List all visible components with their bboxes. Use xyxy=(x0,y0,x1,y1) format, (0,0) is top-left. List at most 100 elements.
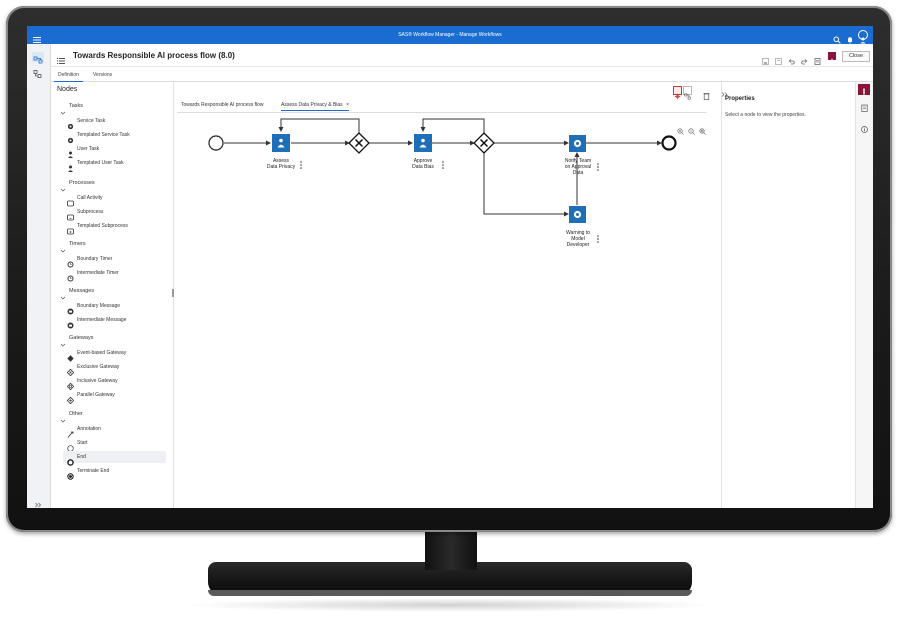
close-tab-icon[interactable]: × xyxy=(346,102,349,108)
monitor-stand-neck xyxy=(425,532,477,570)
task-notify-team xyxy=(569,135,586,152)
gear-icon xyxy=(67,117,74,130)
node-item-service-task[interactable]: Service Task xyxy=(77,118,106,124)
start-event xyxy=(208,135,224,151)
node-item-templated-user-task[interactable]: Templated User Task xyxy=(77,160,124,166)
node-item-boundary-message[interactable]: Boundary Message xyxy=(77,303,121,309)
nodes-panel-title: Nodes xyxy=(57,86,78,93)
list-icon[interactable] xyxy=(57,52,65,64)
node-item-call-activity[interactable]: Call Activity xyxy=(77,195,103,201)
node-item-parallel-gateway[interactable]: Parallel Gateway xyxy=(77,392,115,398)
redo-icon[interactable] xyxy=(801,52,808,65)
user-icon xyxy=(67,145,74,158)
node-label-line: Data Bias xyxy=(412,164,434,170)
node-label-line: on Approval xyxy=(564,164,592,170)
end-event-icon xyxy=(67,453,74,466)
node-label-approve: Approve Data Bias xyxy=(398,158,448,170)
chevron-down-icon[interactable] xyxy=(60,411,66,423)
node-item-intermediate-message[interactable]: Intermediate Message xyxy=(77,317,127,323)
canvas-tab-main-flow[interactable]: Towards Responsible AI process flow xyxy=(181,102,264,108)
node-item-end[interactable]: End xyxy=(77,454,86,460)
node-item-boundary-timer[interactable]: Boundary Timer xyxy=(77,256,113,262)
collapse-properties-icon[interactable] xyxy=(721,85,728,97)
section-gateways[interactable]: Gateways xyxy=(69,335,94,341)
main-tabs xyxy=(51,67,873,82)
node-item-intermediate-timer[interactable]: Intermediate Timer xyxy=(77,270,119,276)
canvas-tabs-divider xyxy=(177,112,707,113)
clipboard-icon[interactable] xyxy=(861,99,868,112)
zoom-in-icon[interactable] xyxy=(677,122,684,135)
bell-icon[interactable] xyxy=(846,31,854,44)
trash-icon[interactable] xyxy=(703,87,710,100)
hamburger-menu-icon[interactable] xyxy=(33,31,41,43)
zoom-fit-icon[interactable] xyxy=(699,122,706,135)
node-item-subprocess[interactable]: Subprocess xyxy=(77,209,104,215)
annotation-icon xyxy=(67,425,74,438)
properties-panel xyxy=(721,82,854,508)
sas-badge-icon[interactable] xyxy=(858,84,870,95)
select-tool-icon[interactable] xyxy=(673,86,682,100)
workflow-diagram xyxy=(208,118,677,243)
node-item-terminate-end[interactable]: Terminate End xyxy=(77,468,110,474)
tab-versions[interactable]: Versions xyxy=(93,72,113,78)
end-event xyxy=(661,135,677,151)
monitor-stand-edge xyxy=(208,590,692,596)
save-icon[interactable] xyxy=(762,52,769,65)
workflow-header xyxy=(51,44,873,67)
section-other[interactable]: Other xyxy=(69,411,83,417)
sas-badge-icon xyxy=(828,52,836,64)
canvas-tab-subflow-label: Assess Data Privacy & Bias xyxy=(281,102,343,108)
chevron-down-icon[interactable] xyxy=(60,335,66,347)
timer-icon xyxy=(67,255,74,268)
workflow-title: Towards Responsible AI process flow (8.0… xyxy=(73,51,235,60)
terminate-end-icon xyxy=(67,467,74,480)
app-screen: SAS® Workflow Manager - Manage Workflows… xyxy=(27,26,873,508)
save-as-icon[interactable] xyxy=(775,52,782,65)
connector-gateway2-warning xyxy=(483,153,569,217)
node-item-templated-service-task[interactable]: Templated Service Task xyxy=(77,132,130,138)
section-messages[interactable]: Messages xyxy=(69,288,95,294)
node-item-event-based-gateway[interactable]: Event-based Gateway xyxy=(77,350,127,356)
connect-tool-icon[interactable] xyxy=(683,86,692,100)
connector-gateway2-loop xyxy=(420,118,485,133)
node-item-templated-subprocess[interactable]: Templated Subprocess xyxy=(77,223,128,229)
message-icon xyxy=(67,316,74,329)
close-button[interactable]: Close xyxy=(842,51,870,62)
expand-rail-icon[interactable] xyxy=(34,496,42,508)
tab-definition[interactable]: Definition xyxy=(54,69,83,82)
task-warning-model-developer xyxy=(569,206,586,223)
document-icon[interactable] xyxy=(814,52,821,65)
zoom-out-icon[interactable] xyxy=(688,122,695,135)
node-label-line: Developer xyxy=(566,242,590,248)
search-icon[interactable] xyxy=(833,31,841,44)
properties-hint: Select a node to view the properties. xyxy=(725,112,806,118)
section-tasks[interactable]: Tasks xyxy=(69,103,84,109)
call-activity-icon xyxy=(67,194,74,207)
workflow-nav-icon[interactable] xyxy=(32,52,44,64)
panel-splitter-handle[interactable] xyxy=(172,289,174,297)
node-item-annotation[interactable]: Annotation xyxy=(77,426,101,432)
exclusive-gateway-1 xyxy=(348,132,370,154)
canvas-tab-subflow[interactable]: Assess Data Privacy & Bias × xyxy=(281,102,349,111)
info-icon[interactable] xyxy=(861,120,868,133)
exclusive-gateway-2 xyxy=(473,132,495,154)
process-nav-icon[interactable] xyxy=(32,66,44,78)
node-label-assess: Assess Data Privacy xyxy=(256,158,306,170)
node-label-line: Notify Team xyxy=(564,158,592,164)
node-item-start[interactable]: Start xyxy=(77,440,88,446)
node-item-user-task[interactable]: User Task xyxy=(77,146,100,152)
chevron-down-icon[interactable] xyxy=(60,241,66,253)
app-title: SAS® Workflow Manager - Manage Workflows xyxy=(398,32,502,38)
section-processes[interactable]: Processes xyxy=(69,180,95,186)
exclusive-gateway-icon xyxy=(66,363,75,377)
chevron-down-icon[interactable] xyxy=(60,180,66,192)
user-avatar-icon[interactable] xyxy=(858,30,868,44)
gear-icon xyxy=(67,131,74,144)
node-item-exclusive-gateway[interactable]: Exclusive Gateway xyxy=(77,364,120,370)
undo-icon[interactable] xyxy=(788,52,795,65)
node-label-line: Model xyxy=(571,236,585,242)
chevron-down-icon[interactable] xyxy=(60,288,66,300)
chevron-down-icon[interactable] xyxy=(60,103,66,115)
node-item-inclusive-gateway[interactable]: Inclusive Gateway xyxy=(77,378,118,384)
section-timers[interactable]: Timers xyxy=(69,241,86,247)
